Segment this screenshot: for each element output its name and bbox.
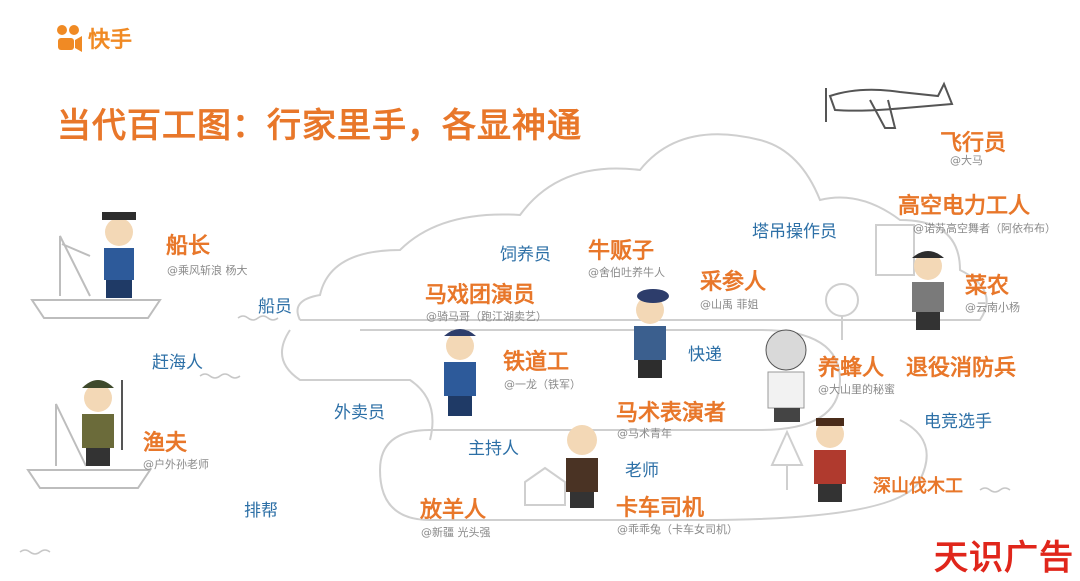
tree-round (825, 283, 859, 317)
character-fisherman (82, 380, 123, 466)
wave (979, 487, 1011, 493)
job-handle: @山禹 菲姐 (700, 298, 759, 311)
route-path-lower (281, 329, 434, 441)
job-handle: @马术青年 (617, 427, 672, 440)
minor-job-label: 快递 (688, 345, 722, 365)
wave (199, 373, 241, 379)
kuaishou-mark-icon (56, 26, 84, 50)
minor-job-label: 主持人 (468, 439, 519, 459)
watermark: 天识广告 (934, 538, 1074, 578)
character-vegetable-farmer (912, 251, 944, 330)
job-handle: @舍伯吐养牛人 (588, 266, 665, 279)
minor-job-label: 电竞选手 (924, 412, 992, 432)
minor-job-label: 老师 (625, 461, 659, 481)
job-label: 退役消防兵 (906, 356, 1017, 381)
character-courier (634, 289, 669, 378)
minor-job-label: 外卖员 (334, 403, 385, 423)
character-captain (102, 212, 136, 298)
job-label: 铁道工 (503, 350, 570, 375)
kuaishou-logo-icon (57, 25, 82, 52)
job-handle: @大马 (950, 154, 983, 167)
job-label: 马戏团演员 (425, 283, 536, 308)
brand-logo: 快手 (56, 22, 132, 54)
job-label: 牛贩子 (588, 239, 655, 264)
minor-job-label: 排帮 (244, 501, 278, 521)
character-beekeeper (765, 329, 807, 422)
job-handle: @新疆 光头强 (421, 526, 491, 539)
wave (237, 315, 279, 321)
wave (19, 549, 51, 555)
airplane (825, 81, 954, 129)
route-path-outer (296, 133, 988, 321)
route-path (360, 329, 842, 521)
character-railway-worker (444, 329, 476, 416)
job-handle: @一龙（铁军） (504, 378, 581, 391)
job-handle: @乖乖兔（卡车女司机） (617, 523, 738, 536)
job-label: 船长 (166, 234, 211, 259)
minor-job-label: 饲养员 (500, 245, 551, 265)
job-handle: @诺苏高空舞者（阿依布布） (913, 222, 1056, 235)
job-label: 马术表演者 (616, 401, 727, 426)
minor-job-label: 船员 (258, 297, 292, 317)
job-label: 渔夫 (143, 431, 188, 456)
tree (770, 429, 804, 490)
route-curve (699, 419, 928, 521)
job-handle: @云南小杨 (965, 301, 1020, 314)
job-handle: @乘风斩浪 杨大 (167, 264, 248, 277)
job-label: 菜农 (965, 274, 1010, 299)
minor-job-label: 赶海人 (152, 353, 203, 373)
job-handle: @骑马哥（跑江湖卖艺） (426, 310, 547, 323)
job-label: 飞行员 (940, 131, 1007, 156)
job-label: 采参人 (700, 270, 767, 295)
job-label: 深山伐木工 (873, 476, 963, 497)
page-title: 当代百工图：行家里手，各显神通 (57, 106, 582, 146)
house (524, 466, 566, 506)
job-label: 放羊人 (420, 498, 487, 523)
job-handle: @大山里的秘蜜 (818, 383, 895, 396)
job-label: 养蜂人 (818, 356, 885, 381)
character-teacher (566, 425, 598, 508)
building (875, 224, 915, 276)
job-label: 高空电力工人 (898, 194, 1031, 219)
boat-left-bottom (26, 403, 152, 489)
character-lumberjack (814, 418, 846, 502)
boat-left-top (30, 235, 162, 319)
job-label: 卡车司机 (616, 496, 705, 521)
minor-job-label: 塔吊操作员 (752, 222, 837, 242)
brand-name: 快手 (88, 28, 133, 53)
job-handle: @户外孙老师 (143, 458, 209, 471)
